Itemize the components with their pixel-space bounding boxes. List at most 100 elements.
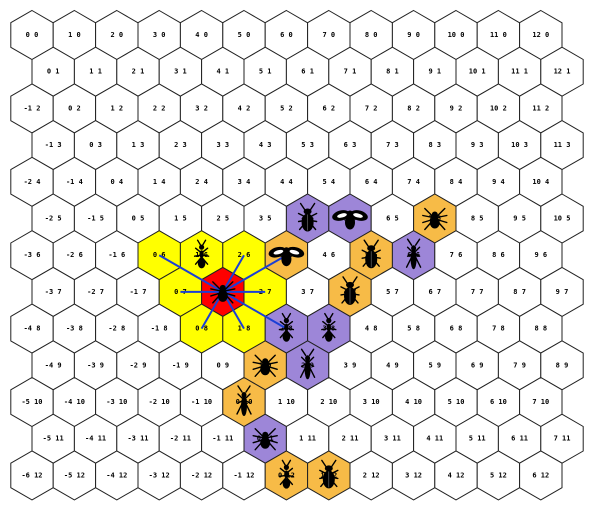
cell-label: 4 6 xyxy=(322,251,335,259)
cell-label: -4 10 xyxy=(64,398,85,406)
cell-label: 9 4 xyxy=(492,178,505,186)
cell-label: 9 2 xyxy=(450,104,463,112)
cell-label: 2 5 xyxy=(216,215,229,223)
cell-label: 6 7 xyxy=(428,288,441,296)
cell-label: -6 12 xyxy=(21,471,42,479)
cell-label: 5 8 xyxy=(407,325,420,333)
cell-label: 6 3 xyxy=(344,141,357,149)
cell-label: 3 11 xyxy=(384,435,401,443)
cell-label: 11 3 xyxy=(554,141,571,149)
cell-label: 7 0 xyxy=(322,31,335,39)
cell-label: 1 4 xyxy=(153,178,166,186)
cell-label: -1 2 xyxy=(24,104,41,112)
cell-label: 4 2 xyxy=(238,104,251,112)
cell-label: 6 1 xyxy=(301,68,314,76)
cell-label: -3 8 xyxy=(66,325,83,333)
cell-label: 7 9 xyxy=(513,361,526,369)
cell-label: 8 0 xyxy=(365,31,378,39)
cell-label: -2 4 xyxy=(24,178,41,186)
cell-label: 4 11 xyxy=(426,435,443,443)
cell-label: -5 10 xyxy=(21,398,42,406)
cell-label: 0 2 xyxy=(68,104,81,112)
cell-label: 5 2 xyxy=(280,104,293,112)
cell-label: -2 9 xyxy=(130,361,147,369)
cell-label: 8 8 xyxy=(534,325,547,333)
cell-label: -3 10 xyxy=(106,398,127,406)
cell-label: 5 4 xyxy=(322,178,335,186)
cell-label: 4 9 xyxy=(386,361,399,369)
cell-label: 7 3 xyxy=(386,141,399,149)
cell-label: 12 0 xyxy=(532,31,549,39)
cell-label: 2 1 xyxy=(132,68,145,76)
cell-label: 10 2 xyxy=(490,104,507,112)
cell-label: 3 12 xyxy=(405,471,422,479)
cell-label: -2 12 xyxy=(191,471,212,479)
cell-label: 10 5 xyxy=(554,215,571,223)
cell-label: 6 5 xyxy=(386,215,399,223)
cell-label: 4 1 xyxy=(216,68,229,76)
cell-label: 7 7 xyxy=(471,288,484,296)
cell-label: 3 4 xyxy=(238,178,251,186)
cell-label: 2 11 xyxy=(342,435,359,443)
cell-label: -5 11 xyxy=(43,435,64,443)
cell-label: 7 8 xyxy=(492,325,505,333)
cell-label: 6 9 xyxy=(471,361,484,369)
cell-label: 5 10 xyxy=(448,398,465,406)
cell-label: 9 5 xyxy=(513,215,526,223)
cell-label: -1 11 xyxy=(212,435,233,443)
cell-label: -5 12 xyxy=(64,471,85,479)
cell-label: 0 3 xyxy=(89,141,102,149)
cell-label: 6 2 xyxy=(322,104,335,112)
cell-label: 5 0 xyxy=(238,31,251,39)
cell-label: 5 11 xyxy=(469,435,486,443)
cell-label: -2 5 xyxy=(45,215,62,223)
cell-label: 6 12 xyxy=(532,471,549,479)
cell-label: -3 11 xyxy=(127,435,148,443)
cell-label: 3 5 xyxy=(259,215,272,223)
cell-label: 7 2 xyxy=(365,104,378,112)
cell-label: 2 0 xyxy=(110,31,123,39)
cell-label: 10 4 xyxy=(532,178,549,186)
cell-label: -1 4 xyxy=(66,178,83,186)
cell-label: 8 1 xyxy=(386,68,399,76)
cell-label: 12 1 xyxy=(554,68,571,76)
cell-label: -3 6 xyxy=(24,251,41,259)
cell-label: 6 11 xyxy=(511,435,528,443)
cell-label: 8 2 xyxy=(407,104,420,112)
cell-label: 2 10 xyxy=(320,398,337,406)
cell-label: 1 0 xyxy=(68,31,81,39)
cell-label: 4 0 xyxy=(195,31,208,39)
cell-label: 9 7 xyxy=(556,288,569,296)
cell-label: 7 4 xyxy=(407,178,420,186)
cell-label: 6 0 xyxy=(280,31,293,39)
cell-label: 4 12 xyxy=(448,471,465,479)
cell-label: 9 0 xyxy=(407,31,420,39)
cell-label: 3 0 xyxy=(153,31,166,39)
cell-label: 2 3 xyxy=(174,141,187,149)
cell-label: 0 9 xyxy=(216,361,229,369)
cell-label: 2 2 xyxy=(153,104,166,112)
cell-label: 9 1 xyxy=(428,68,441,76)
cell-label: 1 1 xyxy=(89,68,102,76)
cell-label: -4 11 xyxy=(85,435,106,443)
cell-label: 10 3 xyxy=(511,141,528,149)
cell-label: 10 1 xyxy=(469,68,486,76)
cell-label: -3 7 xyxy=(45,288,62,296)
cell-label: 1 10 xyxy=(278,398,295,406)
cell-label: 5 7 xyxy=(386,288,399,296)
cell-label: 8 7 xyxy=(513,288,526,296)
cell-label: 6 10 xyxy=(490,398,507,406)
cell-label: 4 3 xyxy=(259,141,272,149)
cell-label: -2 6 xyxy=(66,251,83,259)
cell-label: 0 0 xyxy=(26,31,39,39)
cell-label: 7 1 xyxy=(344,68,357,76)
cell-label: 2 12 xyxy=(363,471,380,479)
cell-label: -1 10 xyxy=(191,398,212,406)
cell-label: 10 0 xyxy=(448,31,465,39)
cell-label: 5 9 xyxy=(428,361,441,369)
cell-label: -4 12 xyxy=(106,471,127,479)
cell-label: 4 10 xyxy=(405,398,422,406)
cell-label: -2 8 xyxy=(108,325,125,333)
cell-label: -2 10 xyxy=(149,398,170,406)
